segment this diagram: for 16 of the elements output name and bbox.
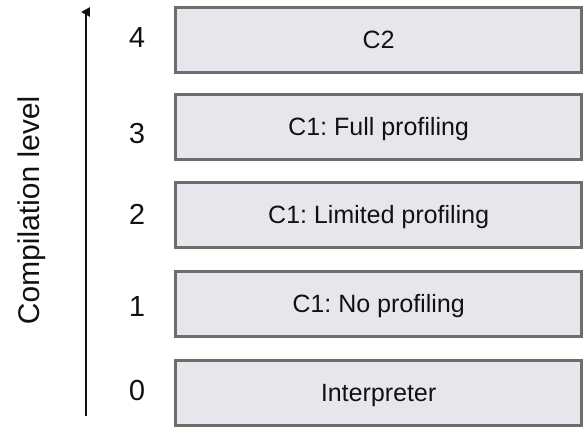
axis-title: Compilation level — [13, 96, 48, 324]
level-name: C1: Full profiling — [288, 112, 469, 142]
level-box — [174, 181, 583, 249]
level-box — [174, 93, 583, 161]
level-box — [174, 6, 583, 74]
level-name: C1: Limited profiling — [268, 200, 489, 230]
level-number: 2 — [128, 199, 146, 232]
level-number: 4 — [128, 22, 146, 55]
level-box — [174, 270, 583, 338]
level-number: 1 — [128, 291, 146, 324]
level-number: 3 — [128, 118, 146, 151]
level-name: C1: No profiling — [292, 290, 465, 318]
level-number: 0 — [128, 375, 146, 408]
level-name: C2 — [362, 26, 394, 54]
level-name: Interpreter — [320, 378, 436, 408]
level-box — [174, 359, 583, 427]
